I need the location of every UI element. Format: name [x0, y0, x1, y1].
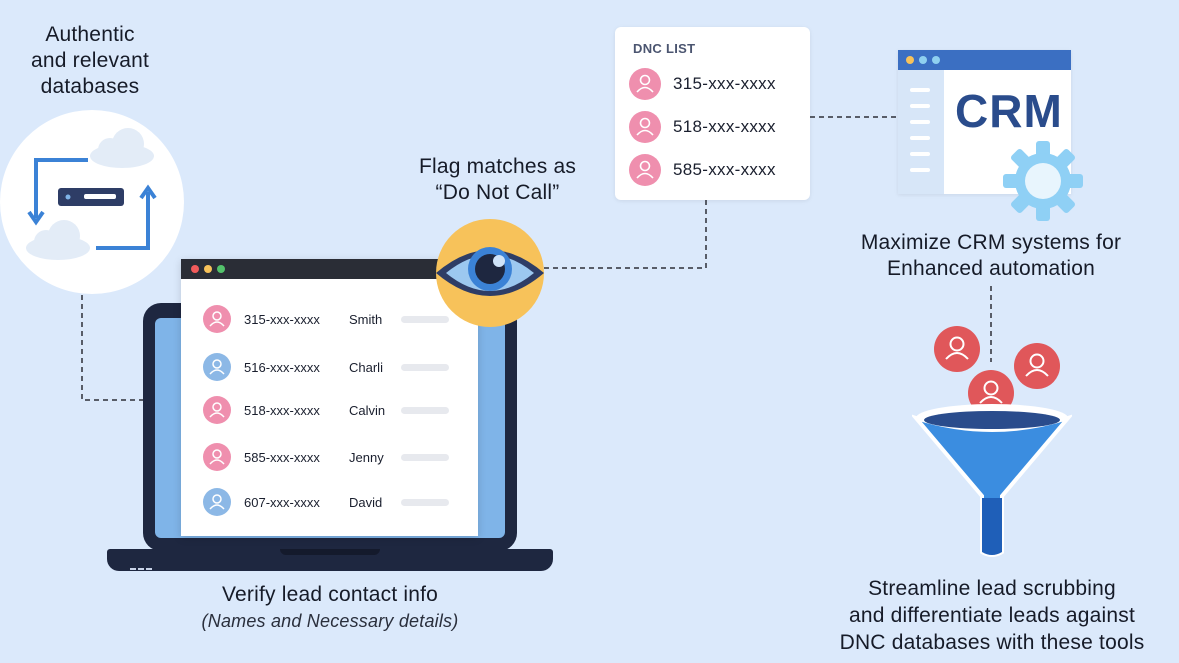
funnel-heading-line-1: Streamline lead scrubbing — [868, 577, 1116, 600]
window-dot — [919, 56, 927, 64]
lead-detail-placeholder — [401, 453, 449, 461]
lead-phone: 315-xxx-xxxx — [244, 311, 320, 327]
lead-name: Smith — [349, 311, 383, 327]
databases-heading-line-2: and relevant — [31, 49, 149, 72]
eye-heading: Flag matches as “Do Not Call” — [385, 154, 610, 206]
database-sync-icon — [26, 128, 157, 260]
laptop-base — [107, 549, 553, 571]
server-icon — [58, 188, 124, 206]
window-maximize-dot[interactable] — [217, 265, 225, 273]
lead-phone: 518-xxx-xxxx — [244, 402, 320, 418]
cloud-icon — [26, 220, 90, 260]
sync-arrow-icon — [34, 158, 88, 218]
sync-arrow-icon — [96, 192, 150, 250]
eye-badge — [436, 219, 544, 327]
lead-name: Calvin — [349, 402, 386, 418]
funnel-icon — [912, 404, 1072, 557]
dnc-list-item[interactable]: 518-xxx-xxxx — [629, 111, 776, 143]
connector-databases-laptop — [81, 295, 143, 401]
user-avatar-icon — [629, 111, 661, 143]
user-avatar-icon — [203, 443, 231, 471]
crm-heading-line-2: Enhanced automation — [886, 257, 1096, 280]
funnel-heading-line-2: and differentiate leads against — [848, 604, 1136, 627]
lead-name: Jenny — [349, 449, 384, 465]
laptop-subheading: (Names and Necessary details) — [201, 611, 459, 631]
lead-detail-placeholder — [401, 498, 449, 506]
lead-detail-placeholder — [401, 363, 449, 371]
window-close-dot[interactable] — [191, 265, 199, 273]
laptop-notch — [280, 549, 380, 555]
lead-phone: 516-xxx-xxxx — [244, 359, 320, 375]
window-minimize-dot[interactable] — [204, 265, 212, 273]
user-avatar-icon — [203, 488, 231, 516]
window-dot — [932, 56, 940, 64]
lead-name: Charli — [349, 359, 383, 375]
dnc-list-card: DNC LIST 315-xxx-xxxx 518-xxx-xxxx 585-x… — [615, 27, 810, 200]
lead-detail-placeholder — [401, 406, 449, 414]
connector-eye-dnc — [544, 200, 707, 269]
eye-heading-line-1: Flag matches as — [418, 155, 577, 178]
lead-row[interactable]: 585-xxx-xxxx Jenny — [203, 443, 463, 471]
laptop-indicator — [130, 557, 156, 570]
user-avatar-icon — [629, 68, 661, 100]
window-dot — [906, 56, 914, 64]
lead-person-icon — [934, 326, 980, 372]
leads-window: 315-xxx-xxxx Smith 516-xxx-xxxx Charli 5… — [181, 259, 478, 536]
laptop-heading-text: Verify lead contact info — [221, 583, 439, 606]
lead-row[interactable]: 516-xxx-xxxx Charli — [203, 353, 463, 381]
user-avatar-icon — [629, 154, 661, 186]
eye-heading-line-2: “Do Not Call” — [435, 181, 560, 204]
lead-name: David — [349, 494, 383, 510]
gear-icon — [1003, 141, 1083, 221]
crm-window-titlebar — [898, 50, 1071, 70]
user-avatar-icon — [203, 305, 231, 333]
crm-logo-text: CRM — [955, 85, 1063, 137]
dnc-list-item[interactable]: 315-xxx-xxxx — [629, 68, 776, 100]
crm-heading-line-1: Maximize CRM systems for — [860, 231, 1122, 254]
dnc-phone: 518-xxx-xxxx — [673, 117, 776, 136]
laptop-heading: Verify lead contact info (Names and Nece… — [160, 582, 500, 634]
dnc-list-title: DNC LIST — [633, 41, 696, 56]
databases-heading-line-3: databases — [40, 75, 140, 98]
dnc-phone: 585-xxx-xxxx — [673, 160, 776, 179]
user-avatar-icon — [203, 396, 231, 424]
cloud-icon — [90, 128, 154, 168]
funnel-heading-line-3: DNC databases with these tools — [839, 631, 1145, 654]
lead-person-icon — [1014, 343, 1060, 389]
lead-detail-placeholder — [401, 315, 449, 323]
crm-sidebar — [898, 70, 944, 194]
crm-heading: Maximize CRM systems for Enhanced automa… — [826, 230, 1156, 282]
dnc-phone: 315-xxx-xxxx — [673, 74, 776, 93]
eye-icon — [436, 247, 544, 296]
databases-heading-line-1: Authentic — [45, 23, 135, 46]
user-avatar-icon — [203, 353, 231, 381]
lead-row[interactable]: 315-xxx-xxxx Smith — [203, 305, 463, 333]
lead-phone: 607-xxx-xxxx — [244, 494, 320, 510]
databases-heading: Authentic and relevant databases — [10, 22, 170, 100]
lead-phone: 585-xxx-xxxx — [244, 449, 320, 465]
lead-row[interactable]: 518-xxx-xxxx Calvin — [203, 396, 463, 424]
lead-row[interactable]: 607-xxx-xxxx David — [203, 488, 463, 516]
dnc-list-item[interactable]: 585-xxx-xxxx — [629, 154, 776, 186]
leads-window-titlebar — [181, 259, 478, 279]
databases-circle — [0, 110, 184, 294]
funnel-heading: Streamline lead scrubbing and differenti… — [806, 575, 1178, 656]
